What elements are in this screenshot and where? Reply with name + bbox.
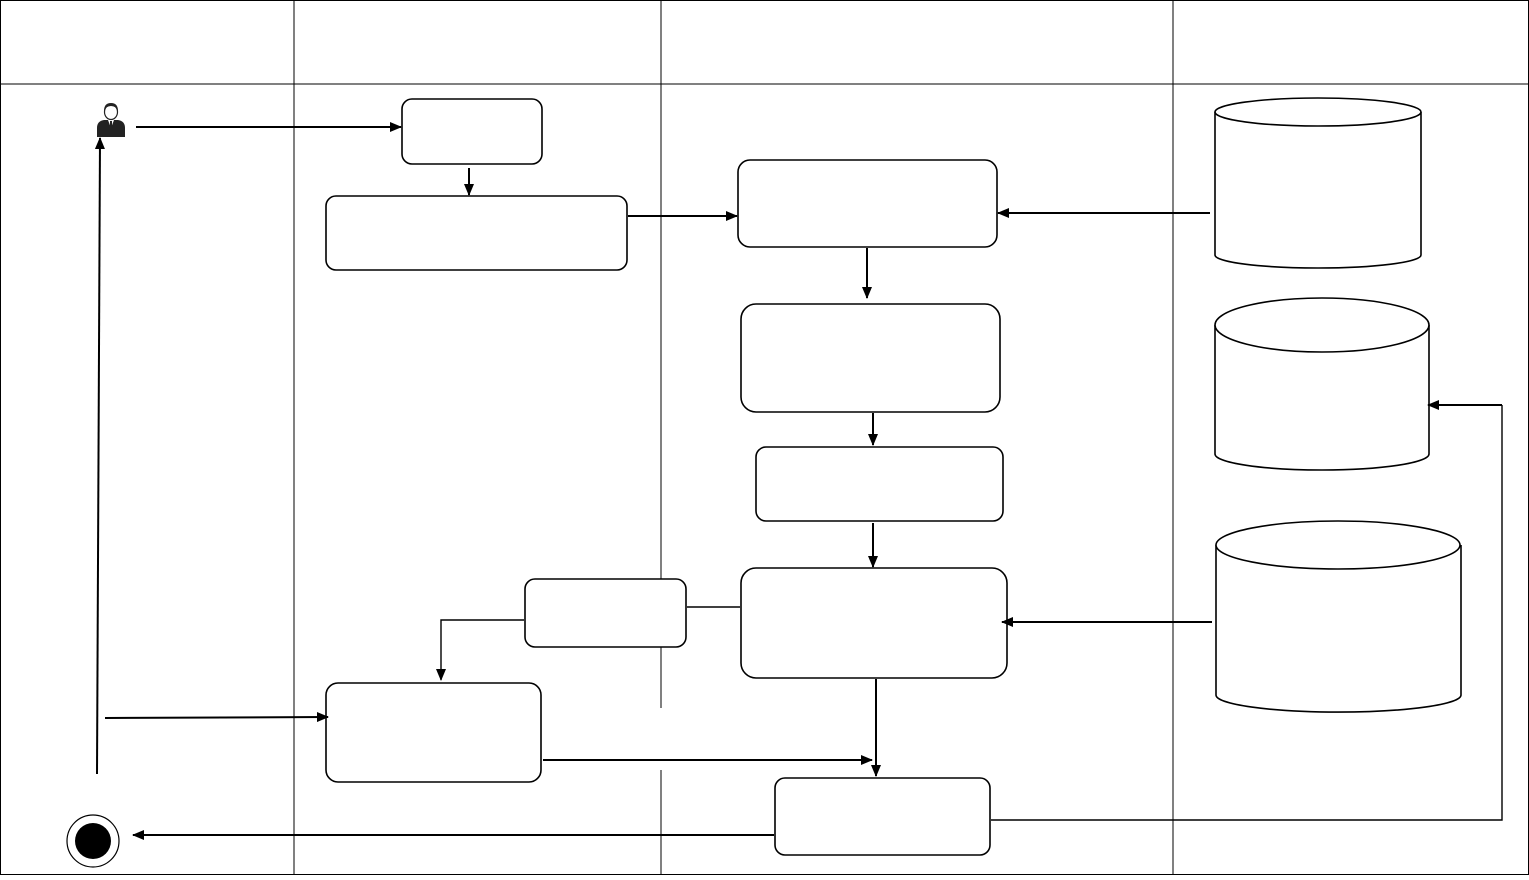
database-cylinder-1 <box>1214 97 1422 269</box>
activity-node-1 <box>401 98 543 165</box>
user-icon <box>97 103 125 137</box>
activity-node-9 <box>774 777 991 856</box>
activity-node-3 <box>737 159 998 248</box>
activity-node-8 <box>325 682 542 783</box>
database-cylinder-3 <box>1215 520 1462 713</box>
activity-node-2 <box>325 195 628 271</box>
edge-up-to-actor <box>94 137 105 775</box>
activity-node-5 <box>755 446 1004 522</box>
final-node-icon <box>66 814 120 868</box>
edge-node9-to-db2 <box>991 405 1503 821</box>
activity-node-7 <box>524 578 687 648</box>
activity-node-6 <box>740 567 1008 679</box>
edge-start-to-node8 <box>104 712 329 723</box>
edge-node7-to-node8 <box>436 619 524 681</box>
activity-node-4 <box>740 303 1001 413</box>
database-cylinder-2 <box>1214 297 1430 471</box>
